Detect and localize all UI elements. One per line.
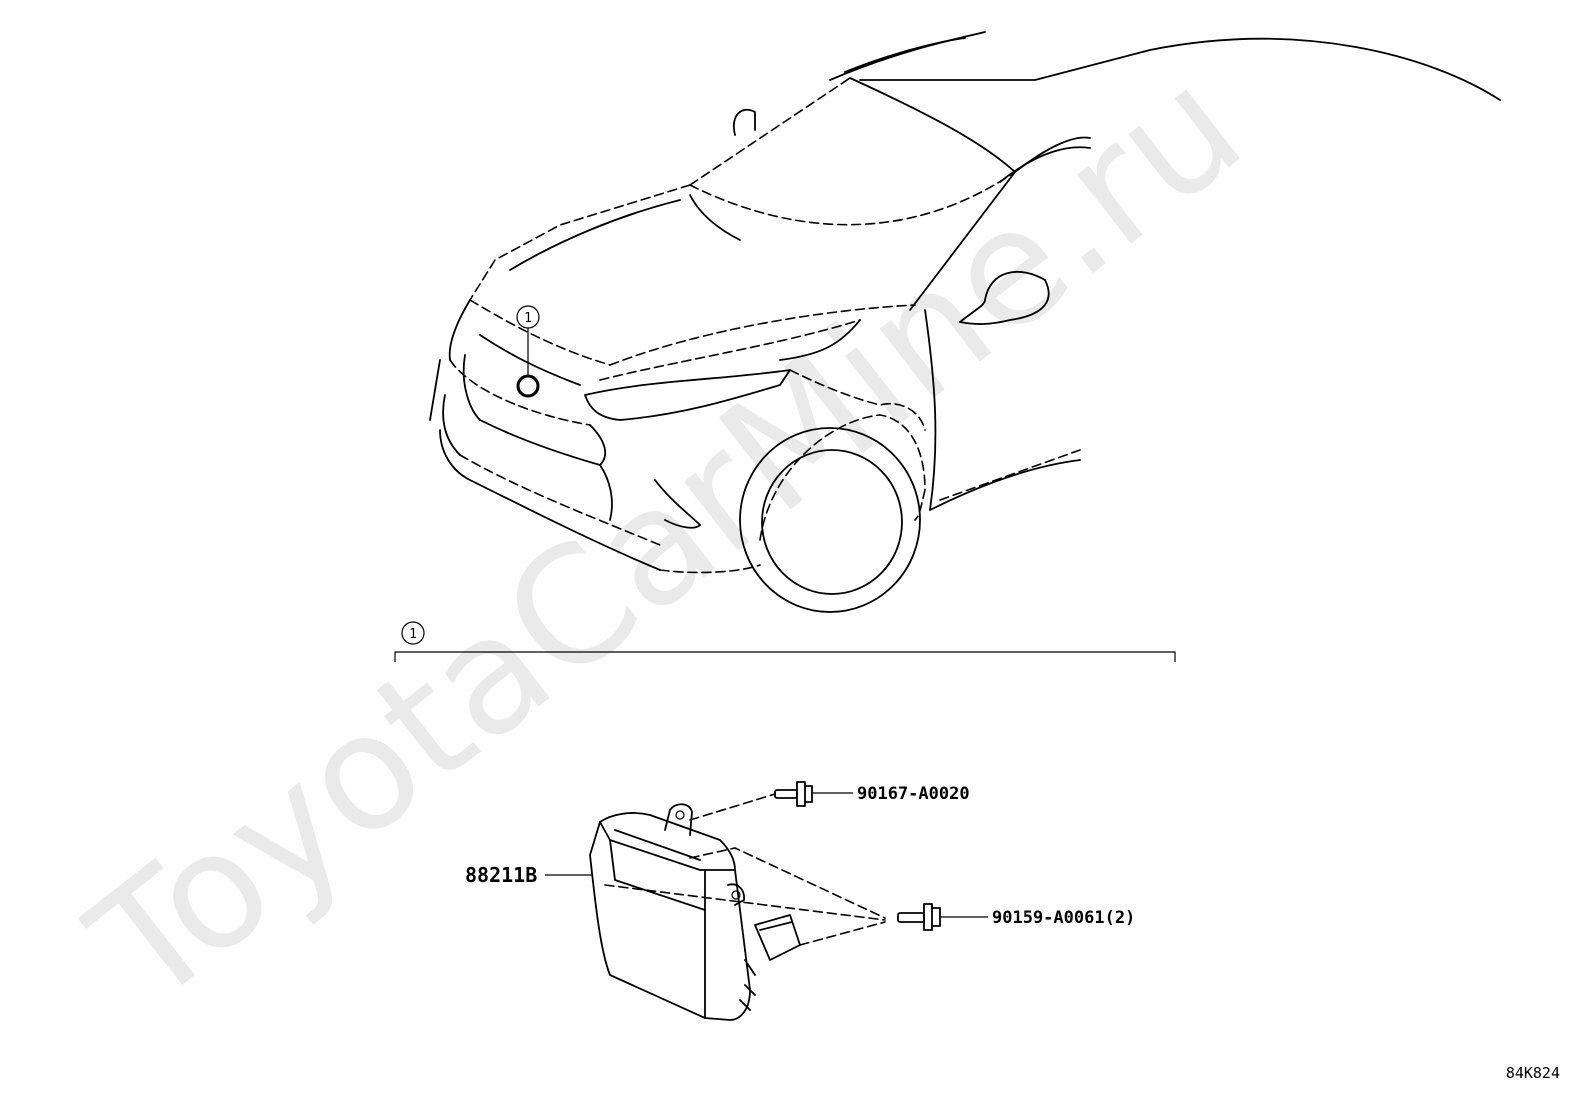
part-label-upper-bolt[interactable]: 90167-A0020 xyxy=(857,784,970,804)
upper-bolt-guide-line xyxy=(689,793,776,821)
group-callout-circle xyxy=(401,621,425,645)
group-bracket xyxy=(394,651,1176,662)
upper-bolt-illustration xyxy=(774,781,813,807)
lower-bolt-guide-line-a xyxy=(689,847,886,919)
figure-code: 84K824 xyxy=(1506,1064,1560,1082)
radar-sensor-illustration xyxy=(589,803,801,1021)
vehicle-front-illustration xyxy=(429,31,1501,613)
lower-bolt-guide-line-b xyxy=(604,884,886,921)
group-callout-number: 1 xyxy=(409,627,417,642)
part-label-lower-bolt[interactable]: 90159-A0061(2) xyxy=(992,908,1135,928)
lower-bolt-guide-line-c xyxy=(799,921,886,946)
watermark: ToyotaCarMine.ru xyxy=(57,32,1274,1041)
lower-bolt-illustration xyxy=(897,903,941,931)
location-callout-number: 1 xyxy=(524,311,532,326)
part-label-sensor[interactable]: 88211B xyxy=(465,863,537,887)
